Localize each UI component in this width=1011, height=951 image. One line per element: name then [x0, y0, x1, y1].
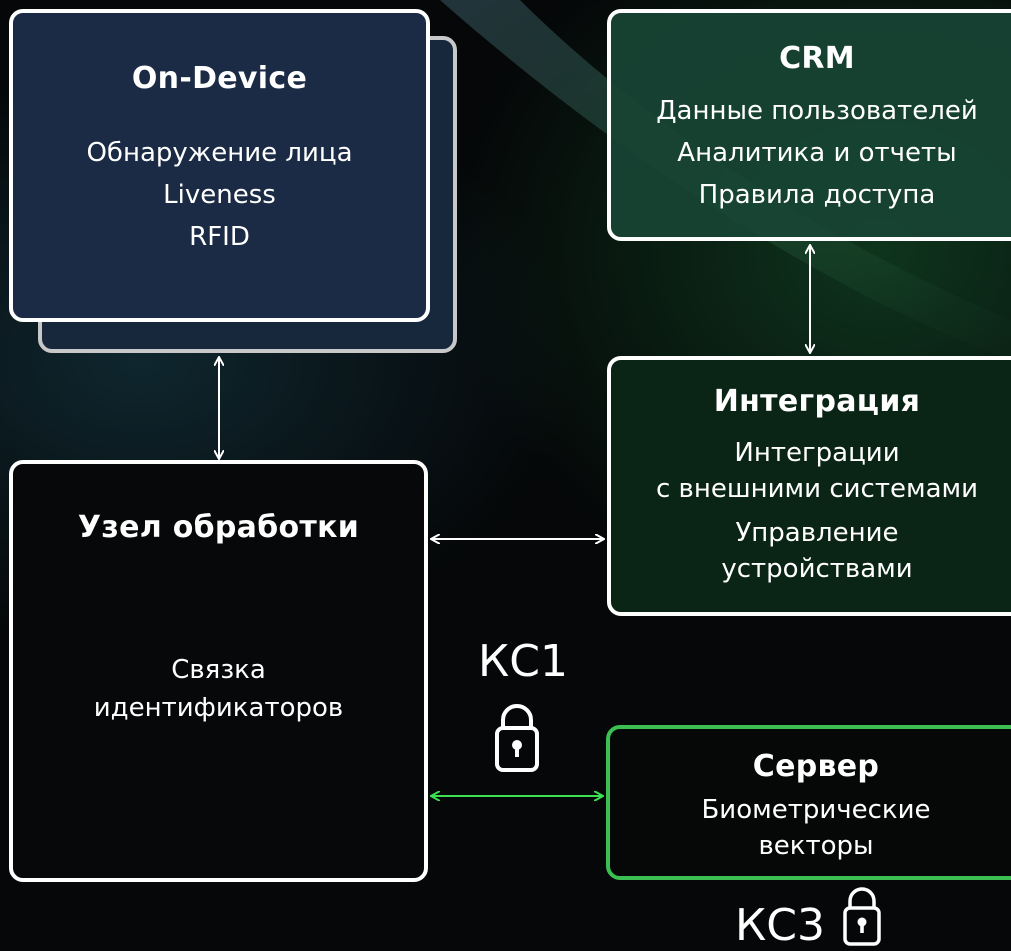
- server-item-1: Биометрические: [701, 795, 931, 825]
- integration-item-external-1: Интеграции: [734, 438, 900, 468]
- ondevice-title: On-Device: [131, 61, 308, 96]
- ondevice-item-face-detection: Обнаружение лица: [86, 138, 353, 168]
- integration-item-external-2: с внешними системами: [655, 474, 979, 504]
- processing-node-item-2: идентификаторов: [93, 693, 344, 723]
- integration-item-devices-2: устройствами: [721, 554, 913, 584]
- processing-node-title: Узел обработки: [77, 510, 360, 545]
- ondevice-item-rfid: RFID: [189, 222, 250, 252]
- channel-label-ks3: КС3: [735, 900, 825, 951]
- crm-block: CRM Данные пользователей Аналитика и отч…: [607, 9, 1011, 241]
- ondevice-block: On-Device Обнаружение лица Liveness RFID: [9, 9, 430, 322]
- crm-title: CRM: [779, 41, 855, 76]
- server-item-2: векторы: [758, 831, 874, 861]
- integration-title: Интеграция: [713, 384, 921, 419]
- crm-item-analytics: Аналитика и отчеты: [677, 138, 957, 168]
- server-title: Сервер: [752, 749, 880, 784]
- lock-icon: [495, 704, 539, 772]
- ondevice-item-liveness: Liveness: [163, 180, 276, 210]
- integration-block: Интеграция Интеграции с внешними система…: [607, 356, 1011, 616]
- integration-item-devices-1: Управление: [735, 518, 899, 548]
- server-block: Сервер Биометрические векторы: [606, 725, 1011, 880]
- processing-node-item-1: Связка: [171, 655, 266, 685]
- crm-item-access-rules: Правила доступа: [698, 180, 936, 210]
- channel-label-ks1: КС1: [478, 636, 568, 687]
- lock-icon: [843, 887, 881, 946]
- crm-item-user-data: Данные пользователей: [656, 96, 978, 126]
- processing-node-block: Узел обработки Связка идентификаторов: [9, 460, 428, 882]
